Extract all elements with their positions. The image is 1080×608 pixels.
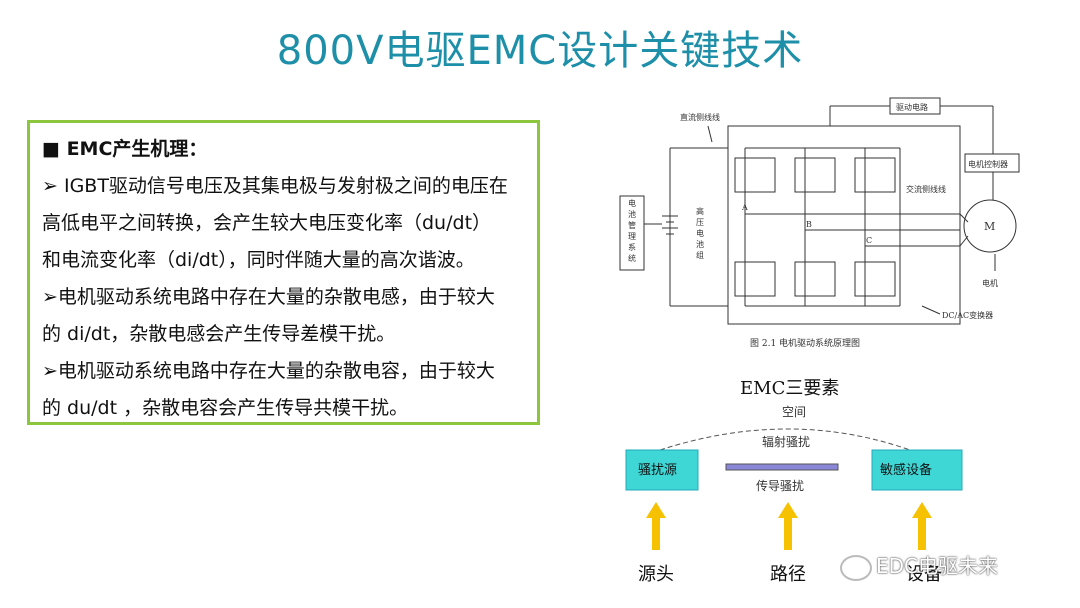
device-label: 设备 [906,564,942,585]
watermark-text: EDC电驱未来 [876,554,999,578]
hv-battery-char: 池 [696,239,704,249]
bms-char: 管 [628,220,636,230]
inverter-label: DC/AC变换器 [942,310,993,320]
box-line: 和电流变化率（di/dt），同时伴随大量的高次谐波。 [42,249,475,271]
ac-side-label: 交流侧线线 [906,184,946,194]
box-line: ➢电机驱动系统电路中存在大量的杂散电感，由于较大 [42,286,495,308]
source-box-label: 骚扰源 [638,463,677,478]
box-line: 的 di/dt，杂散电感会产生传导差模干扰。 [42,323,396,345]
node-c: C [866,236,872,245]
path-label: 路径 [770,564,806,585]
box-line: 的 du/dt ，杂散电容会产生传导共模干扰。 [42,397,409,419]
box-heading: ■ EMC产生机理： [42,138,208,160]
space-label: 空间 [782,405,806,419]
up-arrow-icon [646,502,666,550]
hv-battery-char: 电 [696,228,704,238]
hv-battery-char: 高 [696,206,704,216]
box-line: 高低电平之间转换，会产生较大电压变化率（du/dt） [42,212,492,234]
bms-char: 理 [628,232,636,241]
motor-drive-diagram: 直流侧线线 驱动电路 电机控制器 交流侧线线 A B C M 电机 DC/AC变… [619,97,1020,349]
source-box [625,449,699,491]
box-line: ➢ IGBT驱动信号电压及其集电极与发射极之间的电压在 [42,175,508,197]
bms-char: 电 [628,198,636,208]
node-a: A [741,203,748,212]
wechat-icon [840,554,872,581]
conduction-bar [725,463,839,471]
sensitive-box-label: 敏感设备 [880,462,932,478]
dc-bus-label: 直流侧线线 [680,112,720,122]
radiated-label: 辐射骚扰 [762,434,810,449]
box-line: ➢电机驱动系统电路中存在大量的杂散电容，由于较大 [42,360,495,382]
node-b: B [806,220,812,229]
bms-char: 系 [628,242,636,252]
motor-label: 电机 [982,278,998,288]
hv-battery-char: 压 [696,218,704,227]
watermark: EDC电驱未来 [840,550,998,581]
conducted-label: 传导骚扰 [756,478,804,493]
sensitive-box [871,449,963,491]
emc-mechanism-box: ■ EMC产生机理： ➢ IGBT驱动信号电压及其集电极与发射极之间的电压在 高… [27,120,540,425]
emc-three-elements-diagram: EMC三要素 空间 辐射骚扰 骚扰源 敏感设备 传导骚扰 源头 路径 设备 [625,378,963,585]
driver-label: 驱动电路 [896,102,928,112]
source-label: 源头 [638,564,674,585]
bms-char: 统 [628,253,636,263]
diagram-caption: 图 2.1 电机驱动系统原理图 [750,337,860,349]
hv-battery-char: 组 [696,250,704,260]
motor-symbol: M [984,220,995,233]
page-title: 800V电驱EMC设计关键技术 [276,28,804,74]
motor-controller-label: 电机控制器 [968,159,1008,169]
bms-char: 池 [628,209,636,219]
up-arrow-icon [912,502,932,550]
emc-title: EMC三要素 [740,378,839,399]
up-arrow-icon [778,502,798,550]
